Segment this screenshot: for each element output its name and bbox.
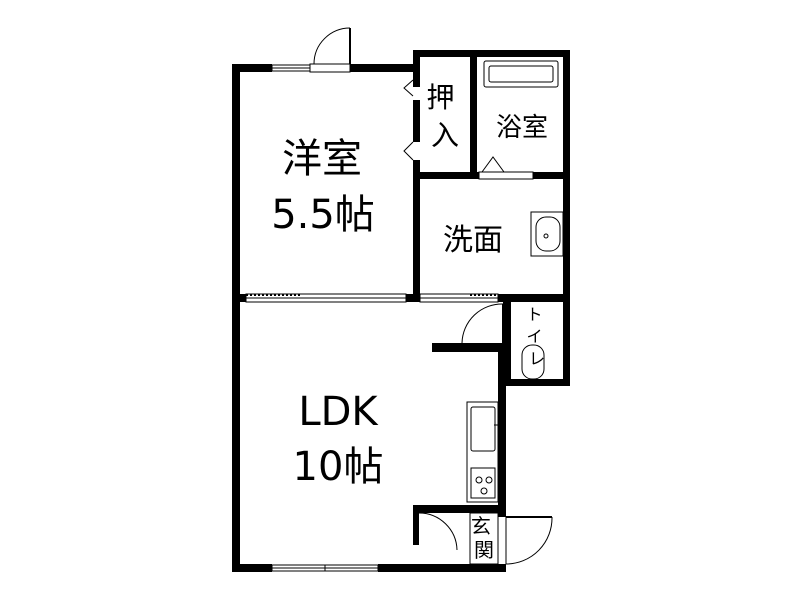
room-label-toilet-char2: イ <box>526 327 542 346</box>
wall-top-mid <box>350 64 420 72</box>
room-label-western: 洋室 <box>282 136 362 182</box>
room-label-closet: 押 入 <box>427 81 464 152</box>
room-label-washroom: 洗面 <box>443 223 503 258</box>
wall-mid-center <box>406 294 420 302</box>
wall-left-upper <box>232 64 240 300</box>
room-label-entrance-char2: 関 <box>474 538 494 562</box>
wall-entrance-left <box>413 505 419 545</box>
door-western-ldk <box>245 293 407 303</box>
room-label-ldk: LDK <box>298 389 379 435</box>
toilet-icon <box>521 344 545 380</box>
wall-bottom-left <box>232 564 272 572</box>
wall-closet-left-c <box>413 160 420 300</box>
wall-entrance-right-top <box>498 505 506 517</box>
room-label-closet-char2: 入 <box>431 119 459 152</box>
wall-toilet-bottom <box>503 379 570 386</box>
door-washroom-ldk <box>419 293 499 303</box>
bathtub-icon <box>483 60 559 88</box>
wall-bath-bottom <box>533 172 570 179</box>
wall-top-left <box>232 64 272 72</box>
door-entrance-inner <box>418 512 458 551</box>
room-label-toilet-char1: ト <box>526 305 542 324</box>
wall-toilet-stub <box>432 343 511 352</box>
room-size-ldk: 10帖 <box>293 444 384 490</box>
windows <box>271 64 379 572</box>
wall-entrance-top <box>413 505 506 513</box>
wall-kitchen-right <box>498 352 506 512</box>
walls <box>232 50 570 572</box>
door-toilet <box>461 303 504 344</box>
door-bath <box>478 156 534 180</box>
wall-toilet-right <box>563 298 570 386</box>
room-size-western: 5.5帖 <box>271 192 375 238</box>
wall-bottom-right <box>378 564 506 572</box>
kitchen-sink-icon <box>466 401 500 503</box>
wash-basin-icon <box>530 211 564 257</box>
shoe-cabinet-icon <box>469 512 499 565</box>
doors <box>245 27 553 565</box>
room-label-closet-char1: 押 <box>427 81 455 114</box>
room-label-entrance-char1: 玄 <box>471 514 491 538</box>
room-label-bath: 浴室 <box>496 113 548 143</box>
cooktop-icon <box>470 467 496 499</box>
door-entrance-outer <box>505 516 553 565</box>
wall-closet-bath <box>470 57 477 177</box>
wall-mid-right <box>498 294 570 302</box>
room-labels: 洋室 5.5帖 押 入 浴室 洗面 LDK 10帖 ト イ レ 玄 関 <box>271 81 548 562</box>
room-label-toilet: ト イ レ <box>526 305 547 368</box>
wall-closet-bottom <box>413 172 479 179</box>
room-label-entrance: 玄 関 <box>471 514 497 562</box>
wall-closet-left-b <box>413 100 420 142</box>
room-label-toilet-char3: レ <box>529 349 545 368</box>
door-western-top <box>309 27 351 73</box>
wall-top-right <box>413 50 570 57</box>
wall-closet-left-a <box>413 57 420 87</box>
door-closet <box>403 79 414 161</box>
fixtures <box>466 60 564 565</box>
wall-left-lower <box>232 294 240 572</box>
